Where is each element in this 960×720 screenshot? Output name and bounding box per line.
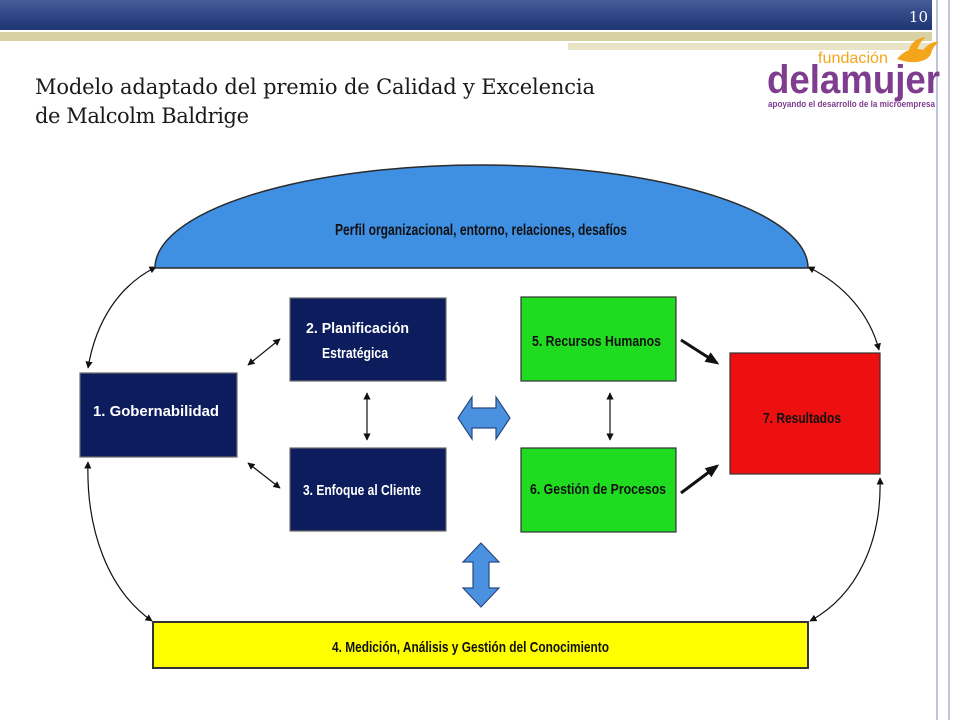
header-accent-stripe-short bbox=[568, 43, 932, 50]
node-planificacion-label-line-1: 2. Planificación bbox=[306, 320, 409, 337]
arc-right-upper bbox=[807, 266, 881, 351]
logo-name-text: delamujer bbox=[767, 58, 940, 102]
logo-tagline: apoyando el desarrollo de la microempres… bbox=[768, 99, 936, 109]
node-recursos-box bbox=[520, 296, 677, 382]
arrow-procesos-resultados bbox=[680, 464, 720, 495]
node-recursos-label: 5. Recursos Humanos bbox=[532, 333, 661, 350]
node-resultados: 7. Resultados bbox=[729, 352, 881, 475]
header-accent-stripe bbox=[0, 32, 932, 41]
node-cliente: 3. Enfoque al Cliente bbox=[289, 447, 447, 532]
header-bar-shine bbox=[0, 0, 932, 30]
arrow-recursos-resultados bbox=[680, 338, 720, 365]
logo: fundación delamujer apoyando el desarrol… bbox=[767, 37, 940, 109]
node-medicion: 4. Medición, Análisis y Gestión del Cono… bbox=[152, 621, 809, 669]
node-cliente-label: 3. Enfoque al Cliente bbox=[303, 482, 421, 499]
block-arrow-horizontal bbox=[457, 395, 511, 441]
arrow-gobernabilidad-cliente bbox=[247, 462, 281, 489]
profile-dome-label: Perfil organizacional, entorno, relacion… bbox=[335, 222, 627, 239]
node-procesos-box bbox=[520, 447, 677, 533]
node-procesos-label: 6. Gestión de Procesos bbox=[530, 481, 666, 498]
baldrige-diagram: Perfil organizacional, entorno, relacion… bbox=[79, 164, 884, 669]
node-recursos: 5. Recursos Humanos bbox=[520, 296, 677, 382]
arc-right-lower bbox=[809, 477, 884, 622]
margin-rule-right bbox=[948, 0, 950, 720]
bird-icon bbox=[897, 37, 939, 63]
node-gobernabilidad: 1. Gobernabilidad bbox=[79, 372, 238, 458]
node-medicion-bar bbox=[152, 621, 809, 669]
slide-title: Modelo adaptado del premio de Calidad y … bbox=[35, 75, 595, 128]
node-resultados-box bbox=[729, 352, 881, 475]
slide-title-line-2: de Malcolm Baldrige bbox=[35, 104, 249, 128]
node-resultados-label: 7. Resultados bbox=[763, 410, 841, 427]
node-planificacion-label-line-2: Estratégica bbox=[322, 345, 389, 362]
profile-dome bbox=[154, 164, 809, 269]
node-gobernabilidad-box bbox=[79, 372, 238, 458]
node-procesos: 6. Gestión de Procesos bbox=[520, 447, 677, 533]
node-gobernabilidad-label: 1. Gobernabilidad bbox=[93, 403, 219, 420]
slide-title-line-1: Modelo adaptado del premio de Calidad y … bbox=[35, 75, 595, 99]
page-number: 10 bbox=[909, 8, 928, 26]
bird-icon-body bbox=[897, 41, 939, 63]
arrow-gobernabilidad-planificacion bbox=[247, 338, 281, 366]
arc-left-upper bbox=[85, 266, 157, 369]
node-medicion-label: 4. Medición, Análisis y Gestión del Cono… bbox=[332, 639, 609, 656]
arc-left-lower bbox=[84, 461, 153, 622]
bird-icon-wing bbox=[909, 37, 926, 51]
node-planificacion-box bbox=[289, 297, 447, 382]
logo-foundation-text: fundación bbox=[818, 50, 888, 67]
block-arrow-vertical bbox=[461, 542, 501, 608]
node-planificacion: 2. Planificación Estratégica bbox=[289, 297, 447, 382]
node-cliente-box bbox=[289, 447, 447, 532]
margin-rule-left bbox=[936, 0, 938, 720]
